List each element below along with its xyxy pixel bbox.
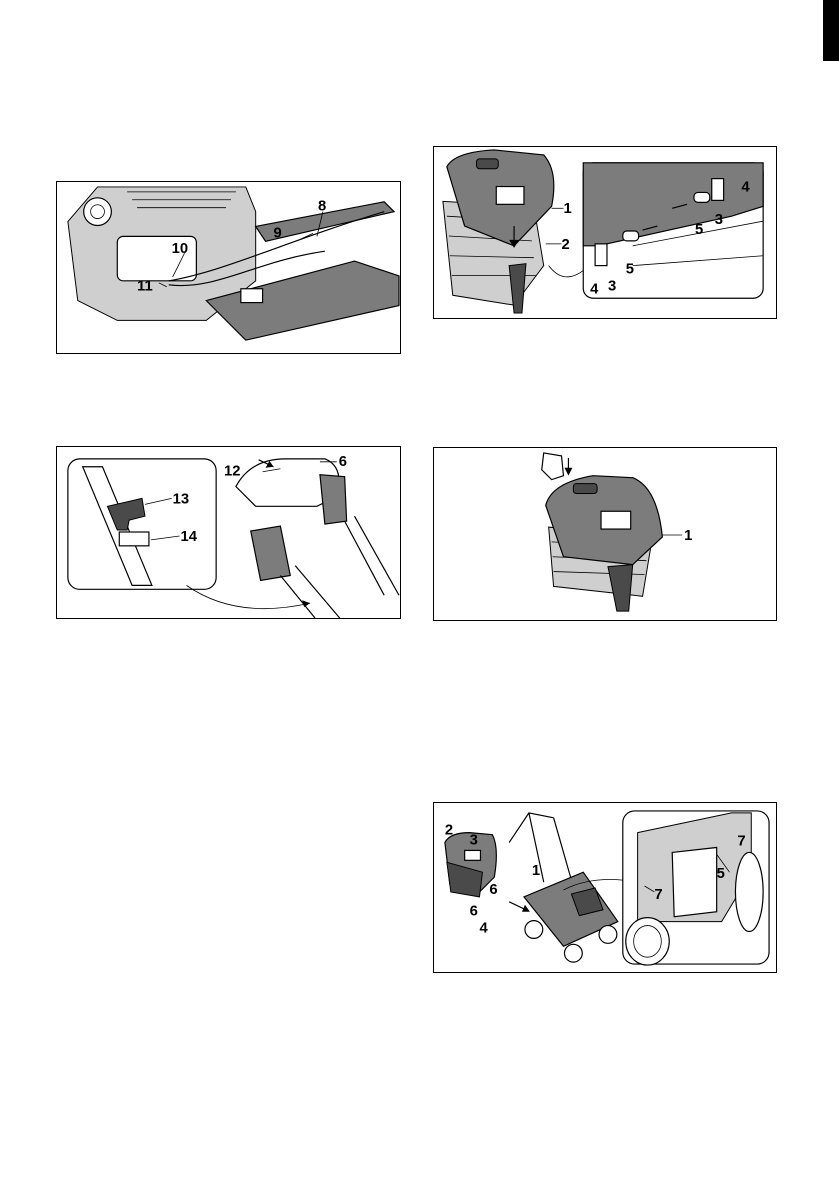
callout-12: 12 bbox=[224, 464, 240, 480]
chute-shape bbox=[509, 264, 526, 313]
bushing-left-shape bbox=[623, 231, 639, 241]
rear-flap-shape bbox=[672, 847, 716, 916]
handle-clip-illustration: 13 14 12 6 bbox=[57, 447, 400, 618]
figure-handle-clip: 13 14 12 6 bbox=[56, 446, 401, 619]
figure-mower-attach: 2 3 6 1 6 4 7 5 7 bbox=[433, 802, 777, 973]
catcher-press-illustration: 1 bbox=[434, 448, 776, 620]
control-box-shape bbox=[320, 475, 347, 524]
callout-1: 1 bbox=[684, 528, 692, 544]
callout-6-upper: 6 bbox=[489, 882, 497, 898]
catcher-assembly-illustration: 1 2 4 3 5 5 3 4 bbox=[434, 147, 776, 318]
wheel-shape bbox=[525, 921, 543, 939]
callout-5: 5 bbox=[717, 866, 725, 882]
callout-2: 2 bbox=[562, 237, 570, 253]
callout-7-left: 7 bbox=[654, 887, 662, 903]
callout-6-lower: 6 bbox=[470, 904, 478, 920]
callout-9: 9 bbox=[273, 225, 281, 241]
hand-shape bbox=[542, 453, 564, 480]
callout-7-right: 7 bbox=[737, 833, 745, 849]
clip-part-14-shape bbox=[119, 532, 149, 546]
callout-14: 14 bbox=[181, 529, 198, 545]
inset-wheel-right bbox=[735, 852, 763, 931]
callout-5-left: 5 bbox=[626, 262, 634, 278]
lid-grip-shape bbox=[496, 187, 524, 205]
lid-grip-shape bbox=[601, 511, 631, 529]
engine-cable-illustration: 8 9 10 11 bbox=[57, 182, 400, 353]
figure-catcher-assembly: 1 2 4 3 5 5 3 4 bbox=[433, 146, 777, 319]
callout-10: 10 bbox=[172, 241, 188, 257]
page-edge-marker bbox=[823, 0, 839, 61]
callout-4: 4 bbox=[479, 920, 488, 936]
mower-attach-illustration: 2 3 6 1 6 4 7 5 7 bbox=[434, 803, 776, 972]
callout-2: 2 bbox=[445, 823, 453, 839]
callout-3: 3 bbox=[470, 833, 478, 849]
callout-11: 11 bbox=[137, 279, 153, 295]
cable-clip-shape bbox=[241, 289, 263, 303]
hinge-pin-right-shape bbox=[712, 179, 724, 201]
figure-catcher-press: 1 bbox=[433, 447, 777, 621]
bushing-right-shape bbox=[694, 192, 710, 202]
callout-4-left: 4 bbox=[590, 281, 599, 297]
callout-3-right: 3 bbox=[715, 212, 723, 228]
callout-4-right: 4 bbox=[741, 179, 750, 195]
callout-1: 1 bbox=[563, 201, 571, 217]
catcher-grip-shape bbox=[465, 850, 481, 860]
callout-3-left: 3 bbox=[608, 278, 616, 294]
fuel-cap-shape bbox=[84, 198, 112, 226]
hinge-pin-left-shape bbox=[595, 244, 607, 266]
callout-5-right: 5 bbox=[695, 222, 703, 238]
callout-6: 6 bbox=[339, 454, 347, 470]
figure-engine-cable: 8 9 10 11 bbox=[56, 181, 401, 354]
callout-8: 8 bbox=[318, 199, 326, 215]
left-grip-shape bbox=[251, 526, 291, 580]
inset-wheel-left bbox=[626, 918, 669, 965]
callout-13: 13 bbox=[173, 491, 189, 507]
callout-1: 1 bbox=[532, 863, 540, 879]
